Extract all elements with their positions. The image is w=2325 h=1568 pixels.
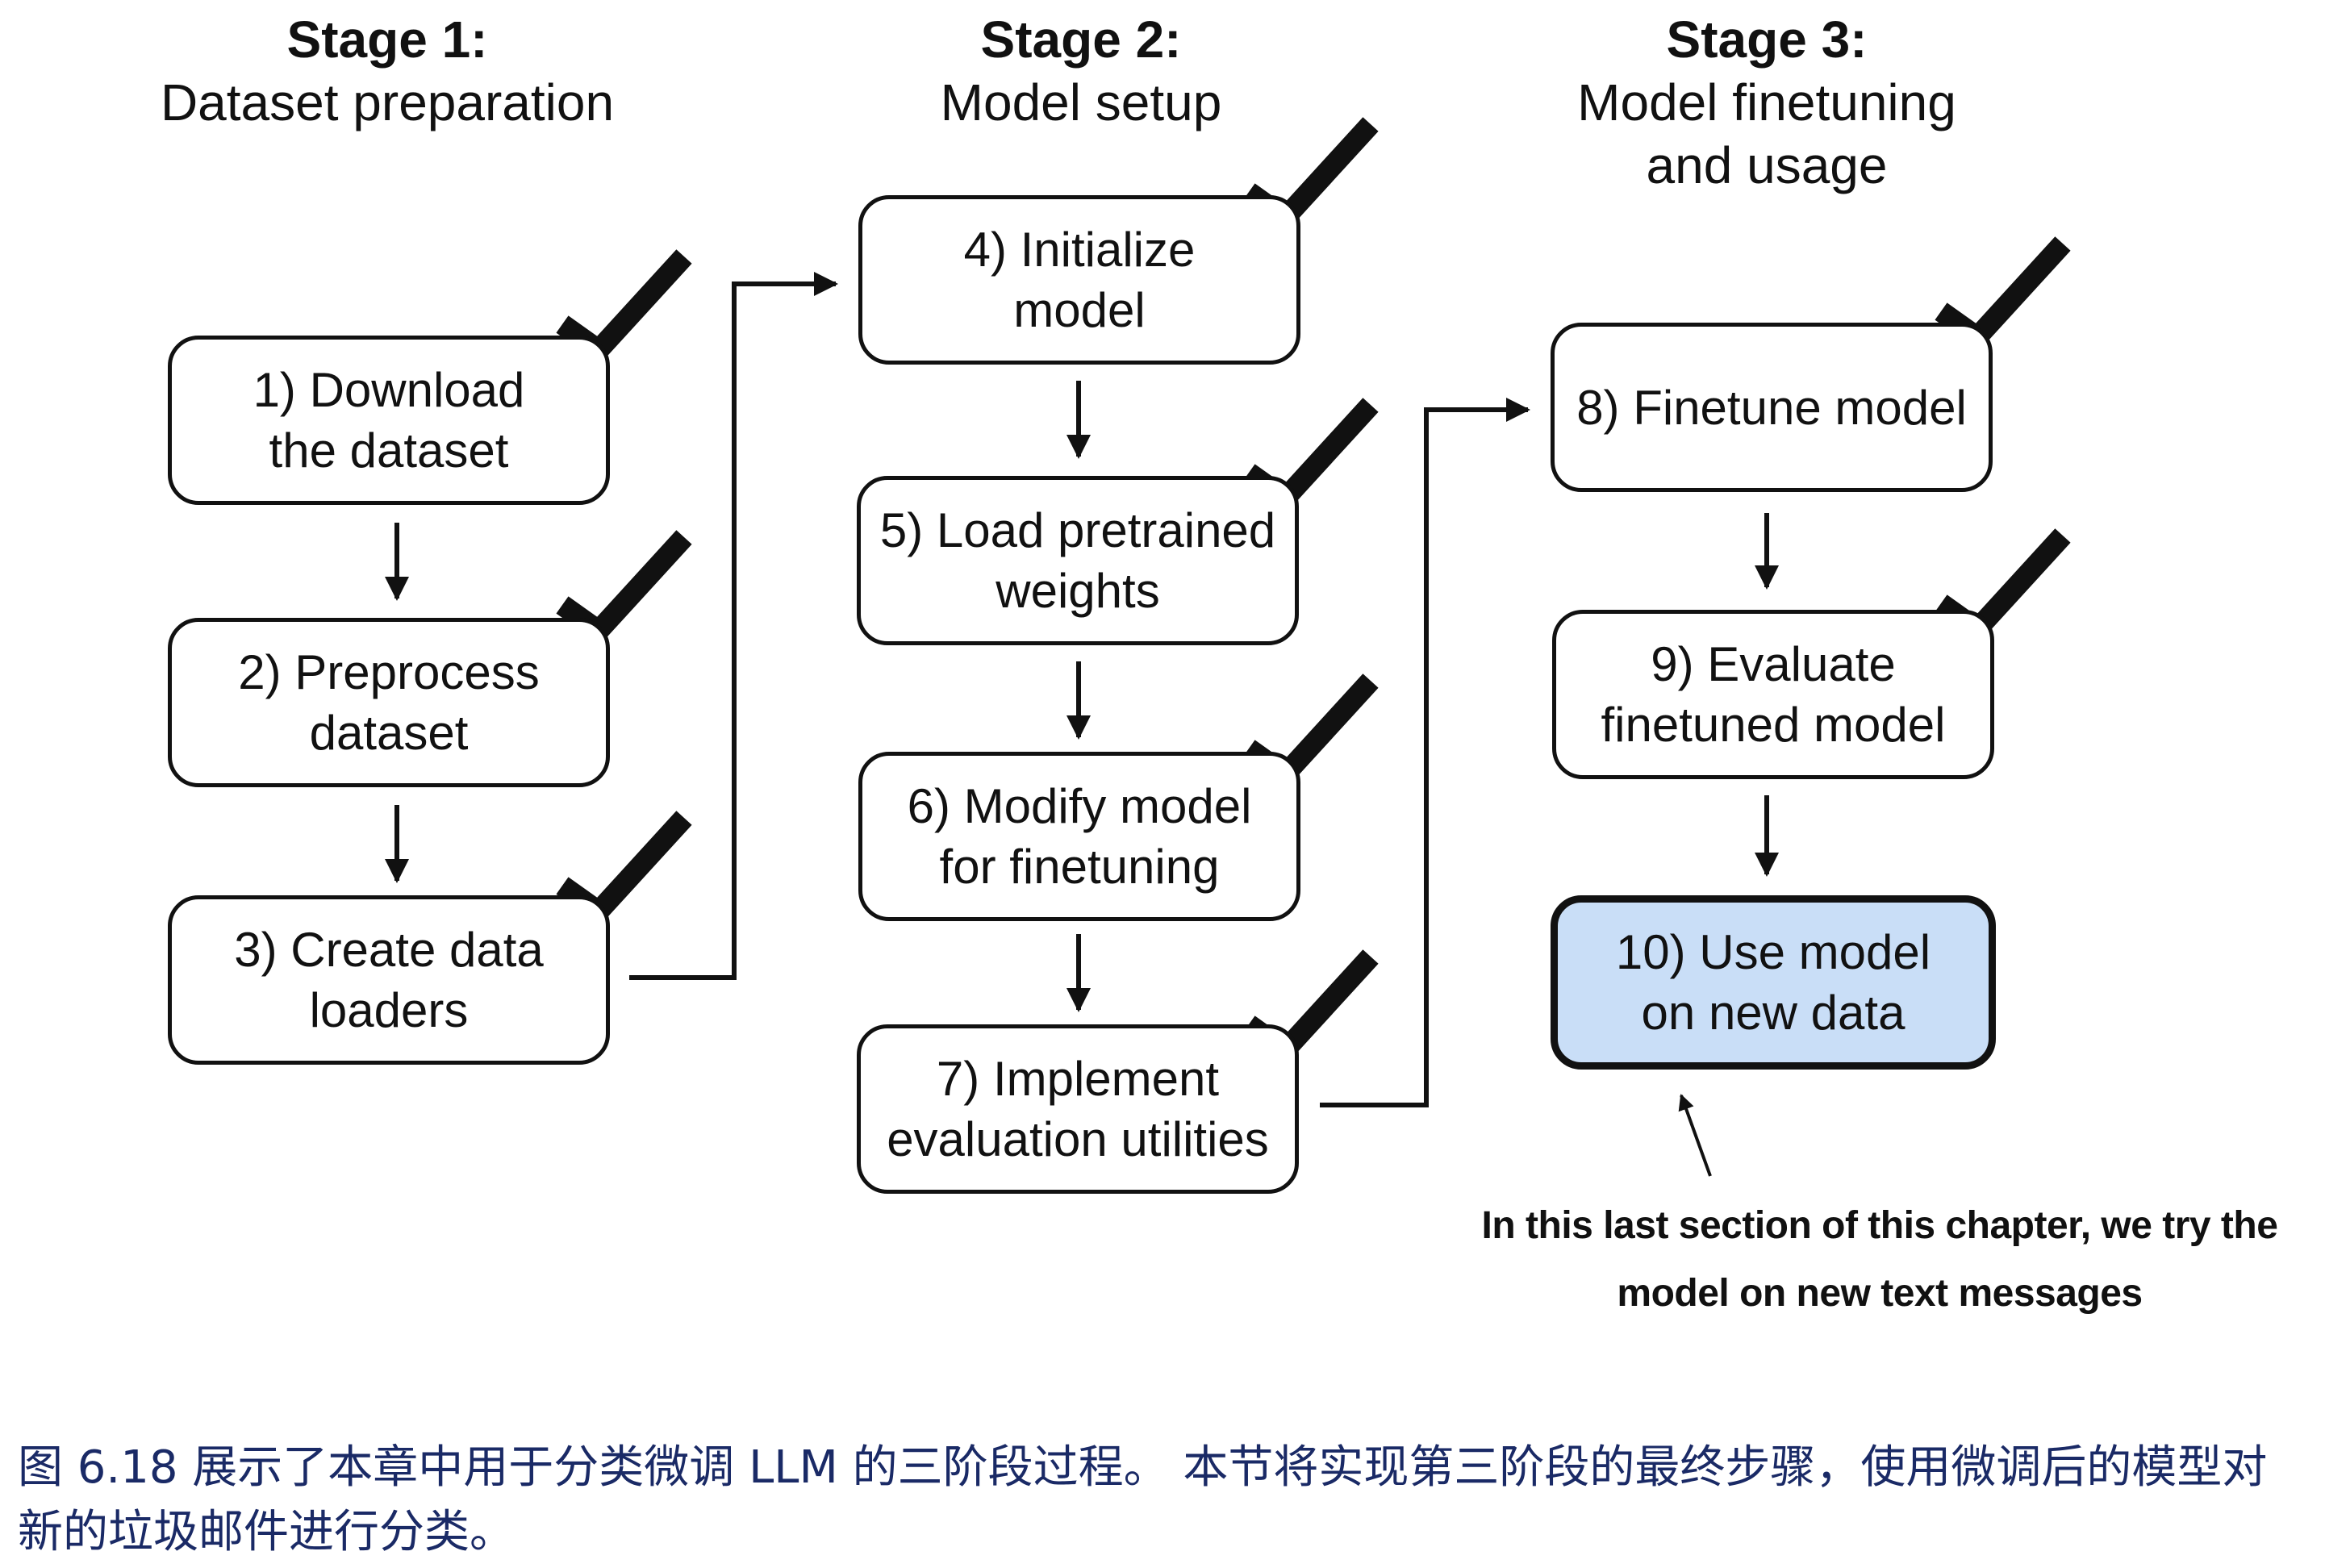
- step-load-pretrained-weights: 5) Load pretrained weights: [857, 476, 1299, 645]
- step-evaluate-finetuned-model: 9) Evaluate finetuned model: [1552, 610, 1994, 779]
- step-label: 3) Create data loaders: [234, 923, 544, 1037]
- stage-1-subtitle: Dataset preparation: [160, 73, 615, 131]
- step-label: 5) Load pretrained weights: [879, 503, 1276, 618]
- step-label: 10) Use model on new data: [1615, 925, 1931, 1040]
- step-label: 8) Finetune model: [1576, 380, 1967, 435]
- arrow-stage2-to-stage3: [1320, 398, 1530, 1107]
- stage-3-title: Stage 3:: [1666, 10, 1868, 69]
- step-label: 6) Modify model for finetuning: [907, 779, 1252, 894]
- stage-1-header: Stage 1: Dataset preparation: [105, 8, 670, 134]
- stage-2-subtitle: Model setup: [940, 73, 1222, 131]
- stage-1-title: Stage 1:: [286, 10, 488, 69]
- step-use-model-new-data: 10) Use model on new data: [1551, 895, 1996, 1070]
- stage-3-subtitle: Model finetuning and usage: [1577, 73, 1956, 194]
- step-implement-evaluation: 7) Implement evaluation utilities: [857, 1024, 1299, 1194]
- annotation-note: In this last section of this chapter, we…: [1481, 1204, 2278, 1315]
- step-modify-model: 6) Modify model for finetuning: [858, 752, 1300, 921]
- arrow-stage1-to-stage2: [629, 272, 838, 980]
- stage-3-header: Stage 3: Model finetuning and usage: [1484, 8, 2049, 197]
- step-label: 2) Preprocess dataset: [238, 645, 540, 760]
- stage-2-header: Stage 2: Model setup: [807, 8, 1355, 134]
- step-finetune-model: 8) Finetune model: [1551, 323, 1993, 492]
- annotation-pointer: [1678, 1094, 1712, 1177]
- step-label: 1) Download the dataset: [253, 363, 525, 477]
- step-create-data-loaders: 3) Create data loaders: [168, 895, 610, 1065]
- checkmark-icon: [556, 530, 692, 645]
- stage-2-title: Stage 2:: [980, 10, 1182, 69]
- step-label: 4) Initialize model: [963, 223, 1196, 337]
- figure-caption: 图 6.18 展示了本章中用于分类微调 LLM 的三阶段过程。 本节将实现第三阶…: [18, 1441, 2268, 1558]
- step-initialize-model: 4) Initialize model: [858, 195, 1300, 365]
- step-preprocess-dataset: 2) Preprocess dataset: [168, 618, 610, 787]
- step-label: 7) Implement evaluation utilities: [887, 1052, 1269, 1166]
- step-label: 9) Evaluate finetuned model: [1601, 637, 1946, 752]
- step-download-dataset: 1) Download the dataset: [168, 336, 610, 505]
